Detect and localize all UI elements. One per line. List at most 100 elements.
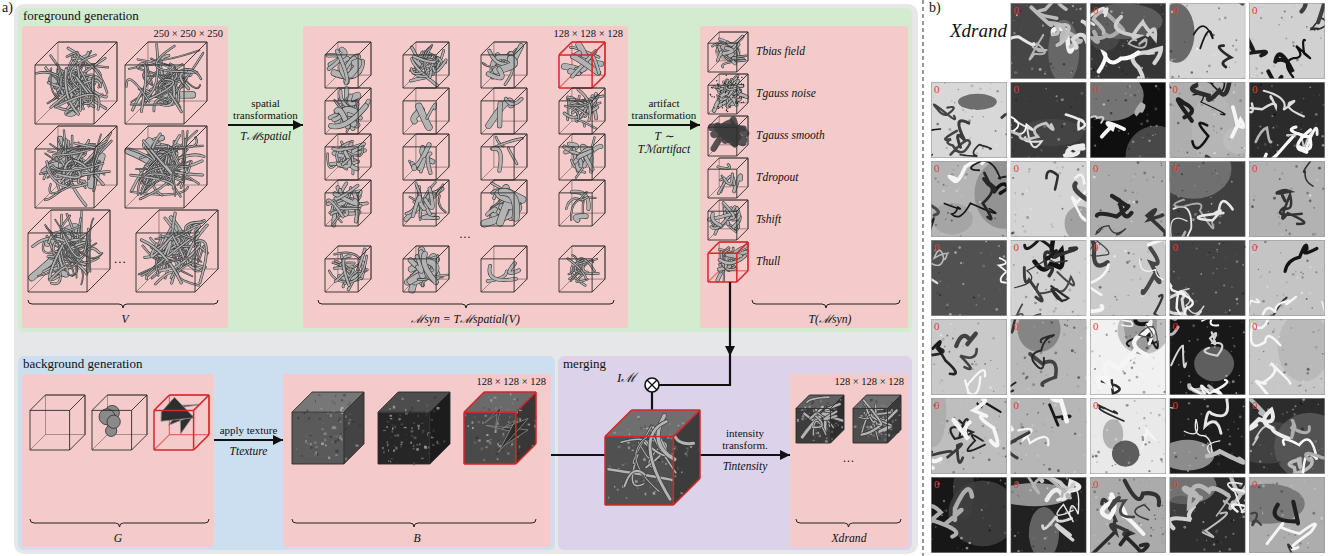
cube-edge <box>207 42 208 101</box>
cube-edge <box>436 180 449 193</box>
vessel-tube <box>576 119 596 128</box>
cube-edge <box>436 167 449 180</box>
vessel-outline <box>48 64 62 103</box>
vessel-outline <box>488 69 502 78</box>
vessel-tube <box>172 213 176 247</box>
texture-speck <box>517 417 519 420</box>
cube-edge <box>35 208 94 209</box>
vessel-outline <box>500 200 510 223</box>
cube-edge <box>708 85 737 86</box>
cube-edge <box>436 259 437 292</box>
cube-edge <box>737 61 748 72</box>
cube-edge <box>449 88 450 121</box>
noise-dot <box>719 96 720 97</box>
noise-dot <box>728 93 729 94</box>
texture-speck <box>498 440 499 441</box>
vessel-outline <box>144 141 172 174</box>
cube-edge <box>325 258 358 259</box>
cube-edge <box>416 121 449 122</box>
cube-edge <box>148 126 207 127</box>
cube-edge <box>110 210 111 269</box>
vessel-outline <box>427 104 436 118</box>
vessel-tube <box>48 64 62 103</box>
cube-edge <box>436 55 437 88</box>
vessel-outline <box>146 79 174 100</box>
volume-cube <box>154 395 209 450</box>
vessel-tube <box>178 86 182 102</box>
cube-edge <box>325 180 338 193</box>
cube-edge <box>371 246 372 279</box>
texture-speck <box>478 439 480 441</box>
vessel-outline <box>348 147 363 156</box>
texture-speck <box>416 448 419 450</box>
texture-speck <box>437 441 438 444</box>
cube-edge <box>35 65 36 124</box>
cube-edge <box>736 211 737 240</box>
cube-edge <box>494 88 527 89</box>
texture-speck <box>418 427 419 430</box>
noise-dot <box>740 89 741 90</box>
cube-edge <box>436 42 449 55</box>
texture-speck <box>301 455 302 457</box>
cube-edge <box>403 147 404 180</box>
cube-edge <box>338 88 371 89</box>
vessel-tube <box>411 69 422 74</box>
vessel-tube <box>489 51 508 64</box>
flow-arrow <box>214 439 283 441</box>
cube-edge <box>514 213 527 226</box>
cube-edge <box>605 246 606 279</box>
cube-edge <box>371 42 372 75</box>
vessel-outline <box>411 69 422 74</box>
cube-edge <box>338 88 371 89</box>
vessel-tube <box>712 214 721 226</box>
cube-edge <box>136 232 195 233</box>
vessel-outline <box>576 119 596 128</box>
cube-edge <box>481 180 494 193</box>
cube-edge <box>747 242 748 271</box>
cube-edge <box>94 126 117 149</box>
vessel-tube <box>146 233 198 279</box>
cube-edge <box>325 147 326 180</box>
cube-edge <box>195 210 218 233</box>
vessel-tube <box>348 147 363 156</box>
cube-edge <box>708 281 737 283</box>
cube-edge <box>325 55 326 88</box>
texture-speck <box>298 417 300 420</box>
cube-edge <box>403 134 416 147</box>
vessel-tube <box>131 175 174 188</box>
vessel-tube <box>714 94 736 111</box>
cube-edge <box>403 258 436 259</box>
vessel-tube <box>413 197 420 216</box>
texture-speck <box>500 440 502 443</box>
texture-speck <box>340 409 342 411</box>
volume-cube <box>403 180 449 226</box>
cube-edge <box>559 167 572 180</box>
vessel-tube <box>337 51 347 83</box>
vessel-outline <box>568 103 588 106</box>
vessel-tube <box>343 256 350 285</box>
texture-speck <box>432 429 434 432</box>
cube-edge <box>493 246 494 279</box>
texture-speck <box>349 419 352 421</box>
cube-edge <box>403 193 404 226</box>
cube-edge <box>514 75 527 88</box>
cube-edge <box>403 100 436 101</box>
noise-dot <box>729 106 730 107</box>
vessel-tube <box>62 216 80 231</box>
cube-edge <box>494 246 527 247</box>
cube-edge <box>592 75 605 88</box>
vessel-tube <box>576 216 586 220</box>
volume-cube <box>481 246 527 292</box>
volume-cube <box>481 88 527 134</box>
cube-edge <box>125 208 184 209</box>
vessel-outline <box>593 57 599 73</box>
noise-dot <box>710 94 711 95</box>
cube-edge <box>737 145 748 156</box>
texture-speck <box>333 426 336 428</box>
cube-edge <box>58 42 117 43</box>
noise-dot <box>725 91 726 92</box>
volume-cube <box>481 134 527 180</box>
noise-dot <box>718 98 719 99</box>
cube-edge <box>527 246 528 279</box>
